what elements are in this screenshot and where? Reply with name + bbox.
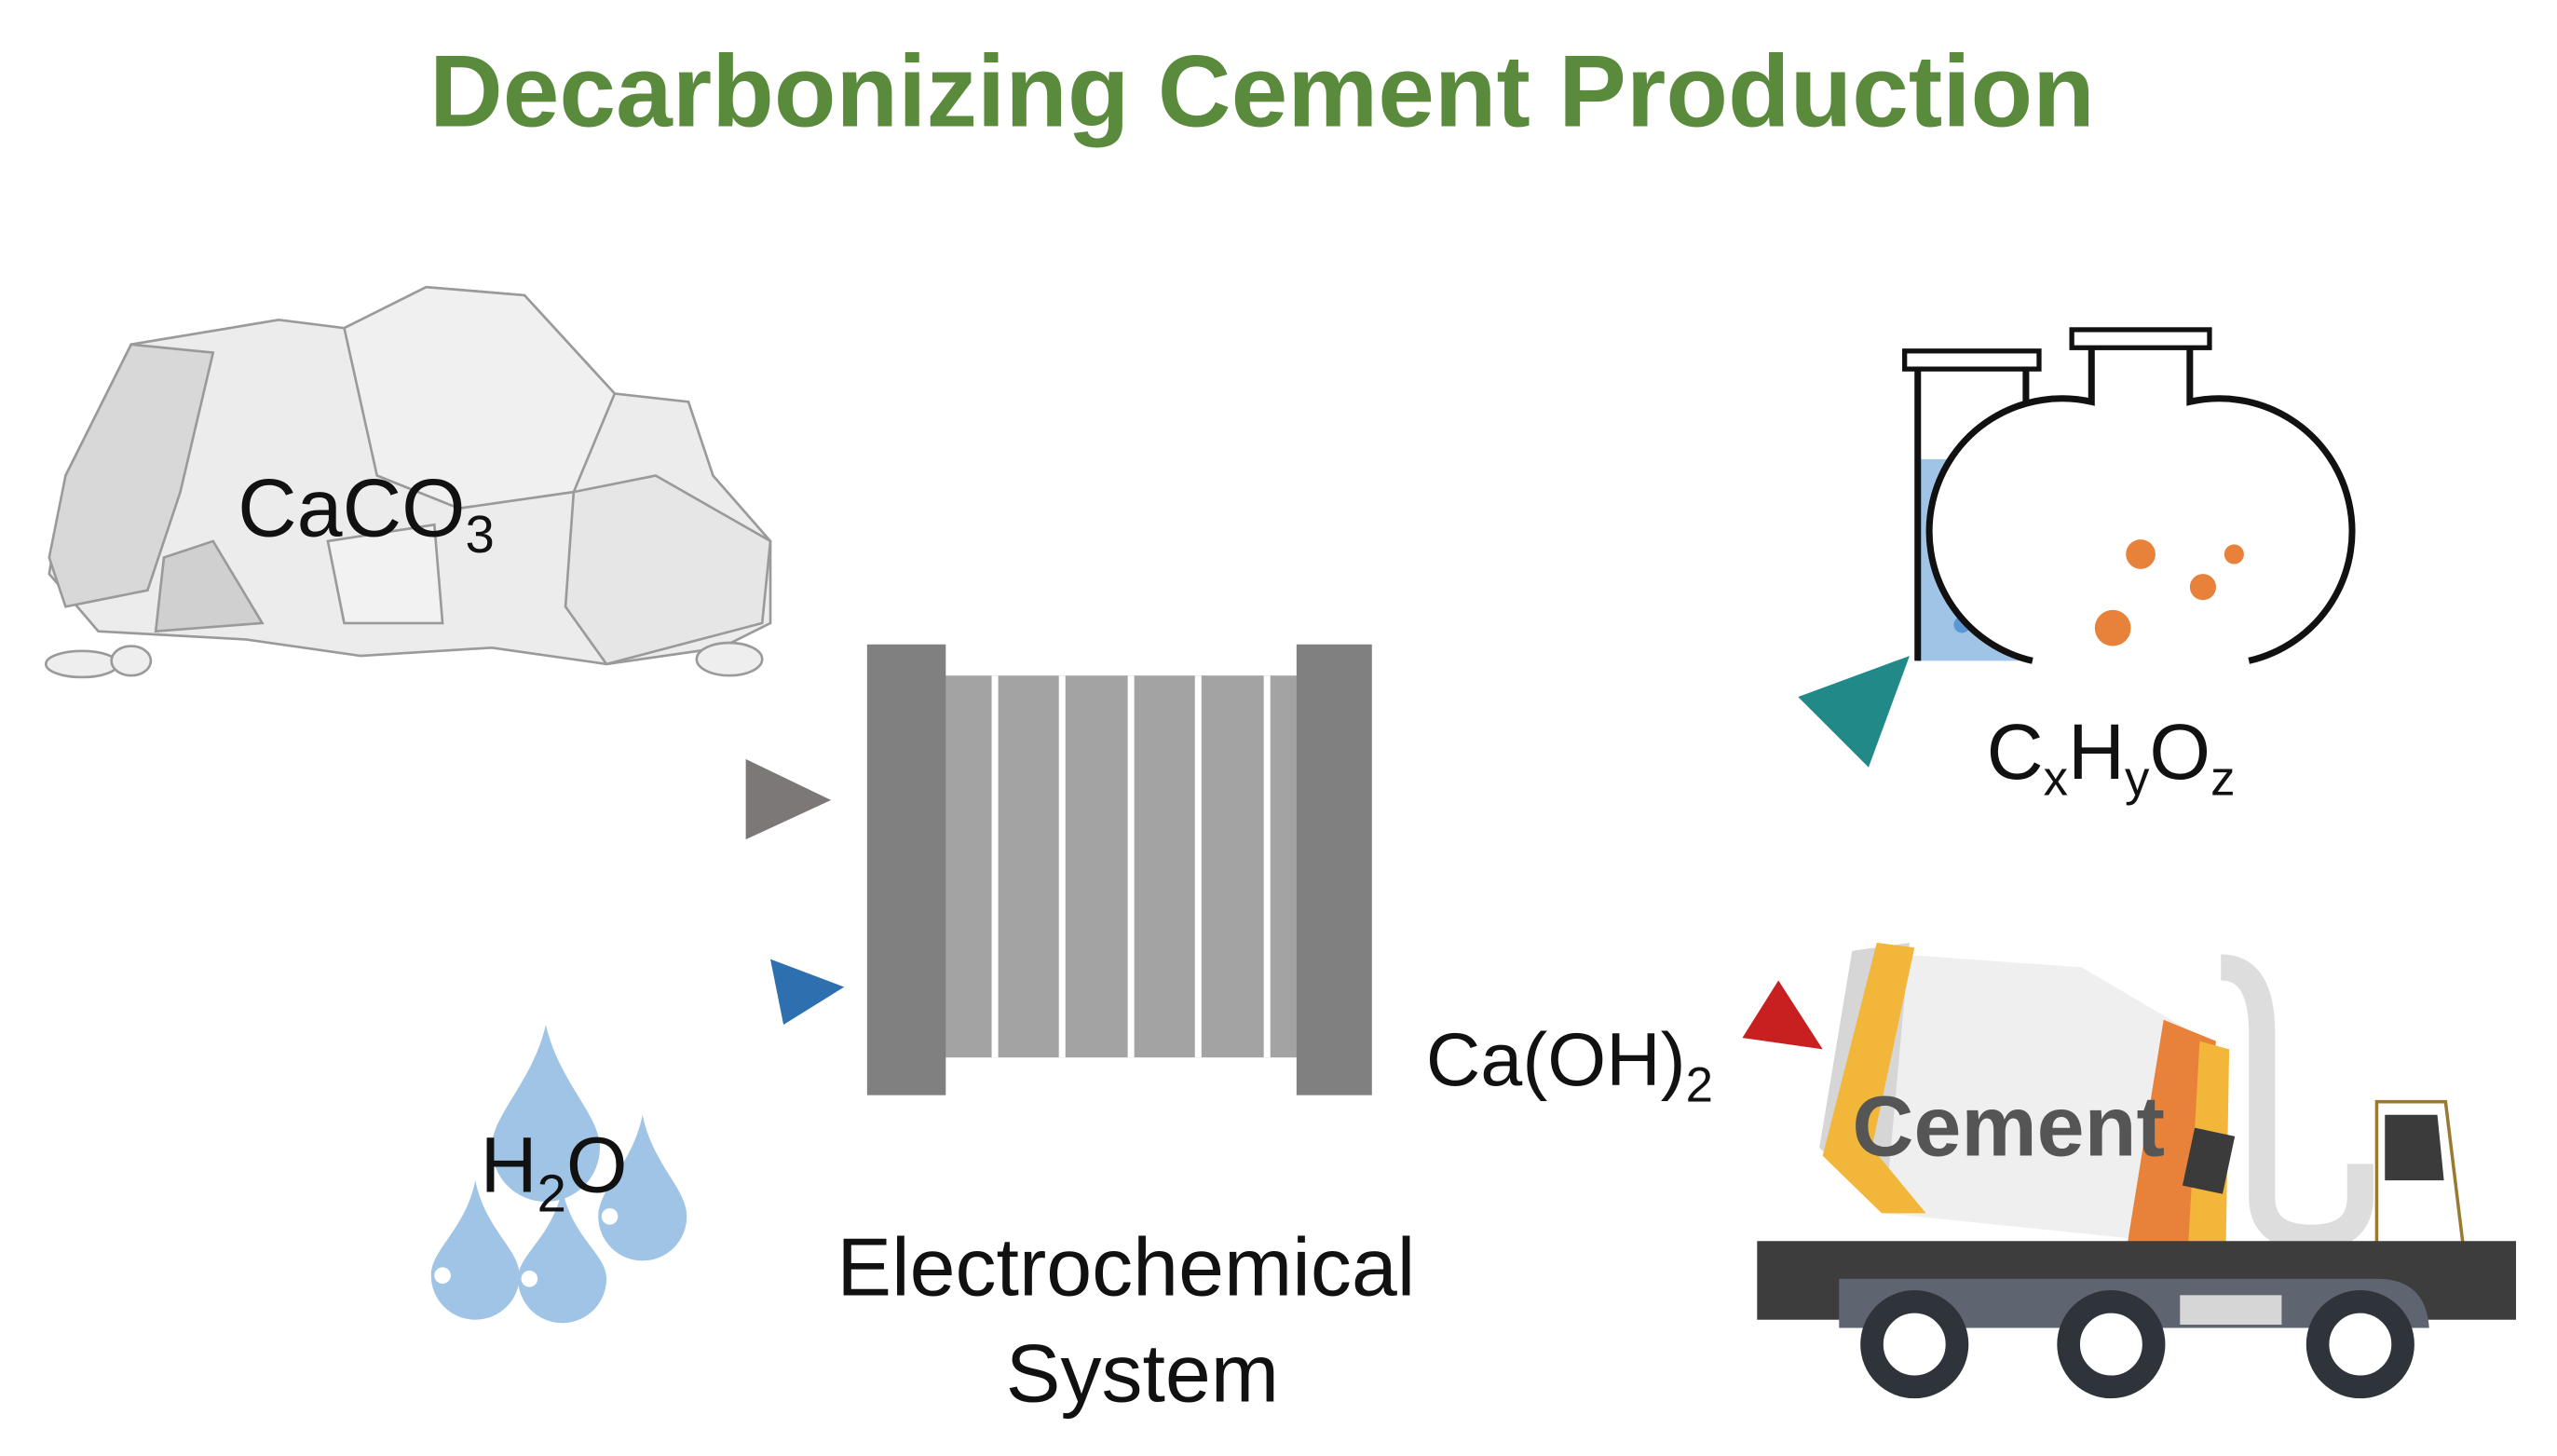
caoh2-label: Ca(OH)2 bbox=[1426, 1018, 1713, 1113]
organics-output-arrow-icon bbox=[1798, 656, 1910, 768]
caco3-label: CaCO3 bbox=[238, 462, 495, 565]
lab-glassware-icon bbox=[1902, 327, 2356, 664]
diagram-title: Decarbonizing Cement Production bbox=[429, 35, 2095, 149]
electrochemical-stack-icon bbox=[866, 644, 1372, 1095]
system-label-line1: Electrochemical bbox=[836, 1220, 1415, 1313]
limestone-rocks-icon bbox=[44, 285, 772, 679]
cement-truck-icon bbox=[1757, 943, 2517, 1399]
cxhyoz-label: CxHyOz bbox=[1987, 708, 2236, 807]
caco3-input-arrow-icon bbox=[745, 758, 832, 840]
h2o-label: H2O bbox=[481, 1121, 628, 1222]
system-label-line2: System bbox=[1006, 1327, 1279, 1420]
h2o-input-arrow-icon bbox=[770, 959, 845, 1025]
cement-label: Cement bbox=[1852, 1080, 2165, 1175]
caoh2-output-arrow-icon bbox=[1742, 980, 1823, 1050]
water-drops-icon bbox=[430, 1024, 687, 1324]
